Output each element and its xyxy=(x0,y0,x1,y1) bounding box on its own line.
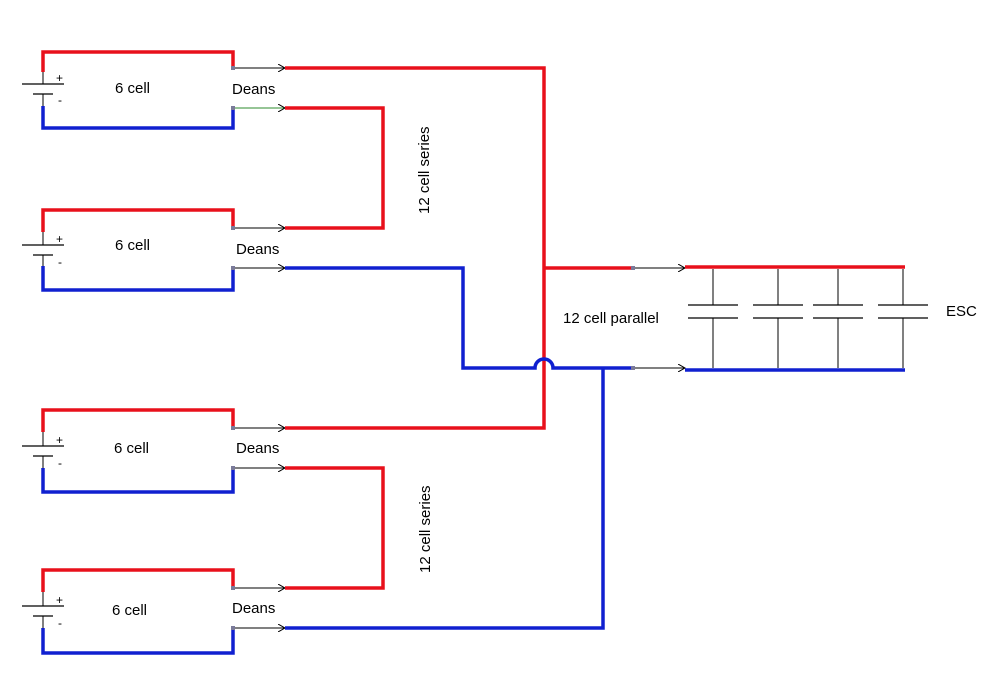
battery-symbol: + - xyxy=(22,71,64,107)
series-label-top: 12 cell series xyxy=(416,126,433,214)
connector-label: Deans xyxy=(236,440,279,457)
minus-sign: - xyxy=(58,93,62,107)
capacitor-3 xyxy=(813,269,863,368)
minus-sign: - xyxy=(58,616,62,630)
plus-sign: + xyxy=(56,433,63,447)
plus-sign: + xyxy=(56,71,63,85)
connector-label: Deans xyxy=(232,600,275,617)
pack-4-negative-lead xyxy=(41,628,235,655)
pack-4-positive-lead xyxy=(41,568,235,592)
pack-1-positive-lead xyxy=(41,50,235,72)
battery-symbol: + - xyxy=(22,432,64,470)
battery-symbol: + - xyxy=(22,592,64,630)
pack-2-negative-lead xyxy=(41,266,235,292)
battery-label: 6 cell xyxy=(114,440,149,457)
positive-bus xyxy=(285,66,546,430)
battery-pack-4: + - 6 cell Deans xyxy=(22,568,285,655)
pack-2-positive-lead xyxy=(41,208,235,232)
battery-pack-2: + - 6 cell Deans xyxy=(22,208,285,292)
series-jumper-top xyxy=(285,106,385,230)
battery-label: 6 cell xyxy=(115,237,150,254)
battery-symbol: + - xyxy=(22,232,64,269)
parallel-label: 12 cell parallel xyxy=(563,310,659,327)
series-label-bottom: 12 cell series xyxy=(417,485,434,573)
battery-label: 6 cell xyxy=(112,602,147,619)
pack-3-positive-lead xyxy=(41,408,235,432)
esc-label: ESC xyxy=(946,303,977,320)
negative-bus-bottom xyxy=(285,368,605,630)
esc-capacitor-bank xyxy=(685,265,928,372)
pack-3-negative-lead xyxy=(41,468,235,494)
battery-label: 6 cell xyxy=(115,80,150,97)
capacitor-4 xyxy=(878,269,928,368)
connector-label: Deans xyxy=(236,241,279,258)
plus-sign: + xyxy=(56,232,63,246)
battery-pack-1: + - 6 cell Deans xyxy=(22,50,285,130)
minus-sign: - xyxy=(58,255,62,269)
capacitor-2 xyxy=(753,269,803,368)
battery-pack-3: + - 6 cell Deans xyxy=(22,408,285,494)
series-jumper-bottom xyxy=(285,466,385,590)
pack-1-negative-lead xyxy=(41,106,235,130)
capacitor-1 xyxy=(688,269,738,368)
minus-sign: - xyxy=(58,456,62,470)
negative-bus xyxy=(285,266,633,370)
connector-label: Deans xyxy=(232,81,275,98)
plus-sign: + xyxy=(56,593,63,607)
